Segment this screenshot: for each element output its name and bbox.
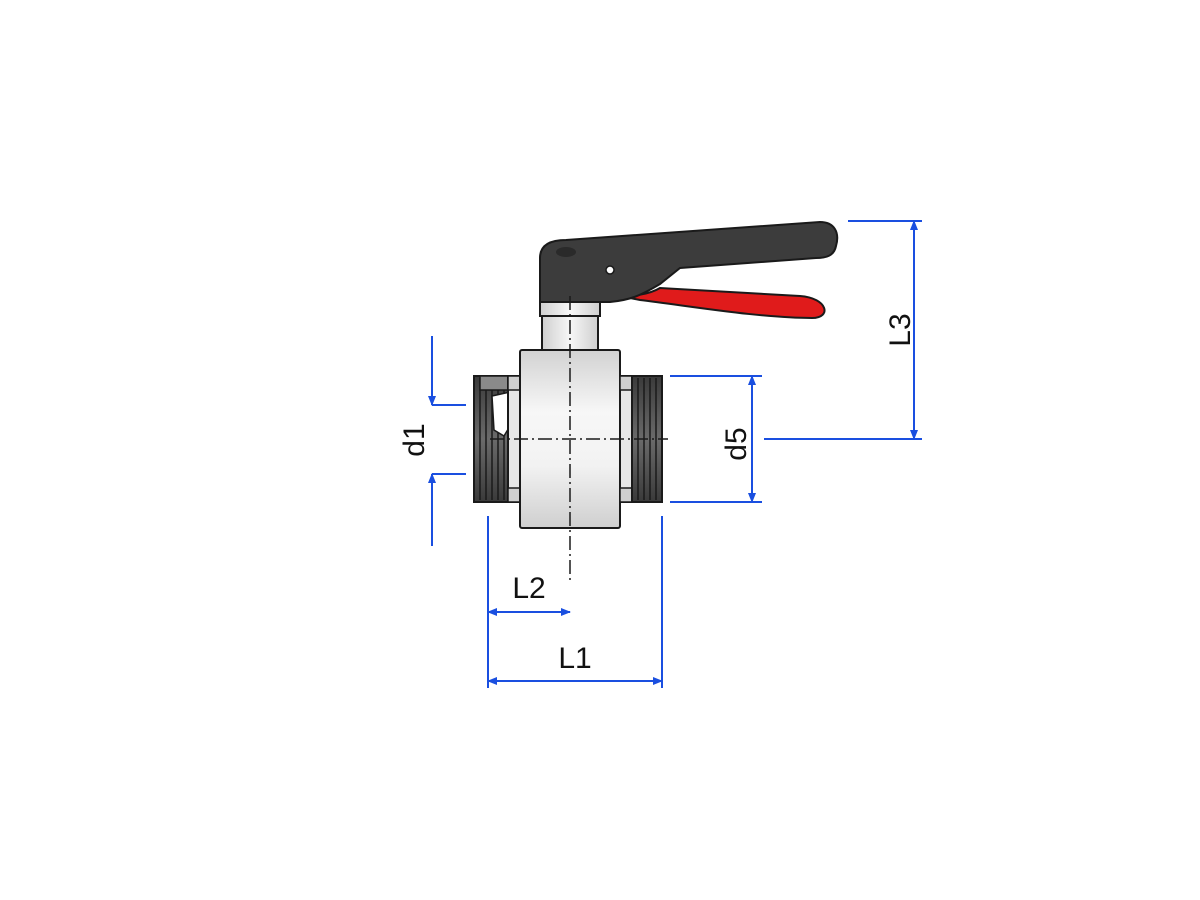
label-l3: L3: [884, 313, 917, 346]
center-lines: [490, 296, 668, 580]
label-d1: d1: [398, 423, 431, 456]
label-l1: L1: [558, 642, 591, 675]
dimension-l3: [764, 220, 922, 440]
dimension-l2: [487, 516, 571, 688]
dimension-d5: [670, 375, 762, 503]
dimension-l1: [487, 516, 663, 688]
lever-handle: [539, 220, 839, 320]
handle-knob: [556, 247, 576, 257]
grey-handle: [539, 220, 839, 303]
handle-pin: [605, 265, 615, 275]
label-d5: d5: [720, 427, 753, 460]
dimension-d1: [428, 336, 466, 546]
label-l2: L2: [512, 572, 545, 605]
